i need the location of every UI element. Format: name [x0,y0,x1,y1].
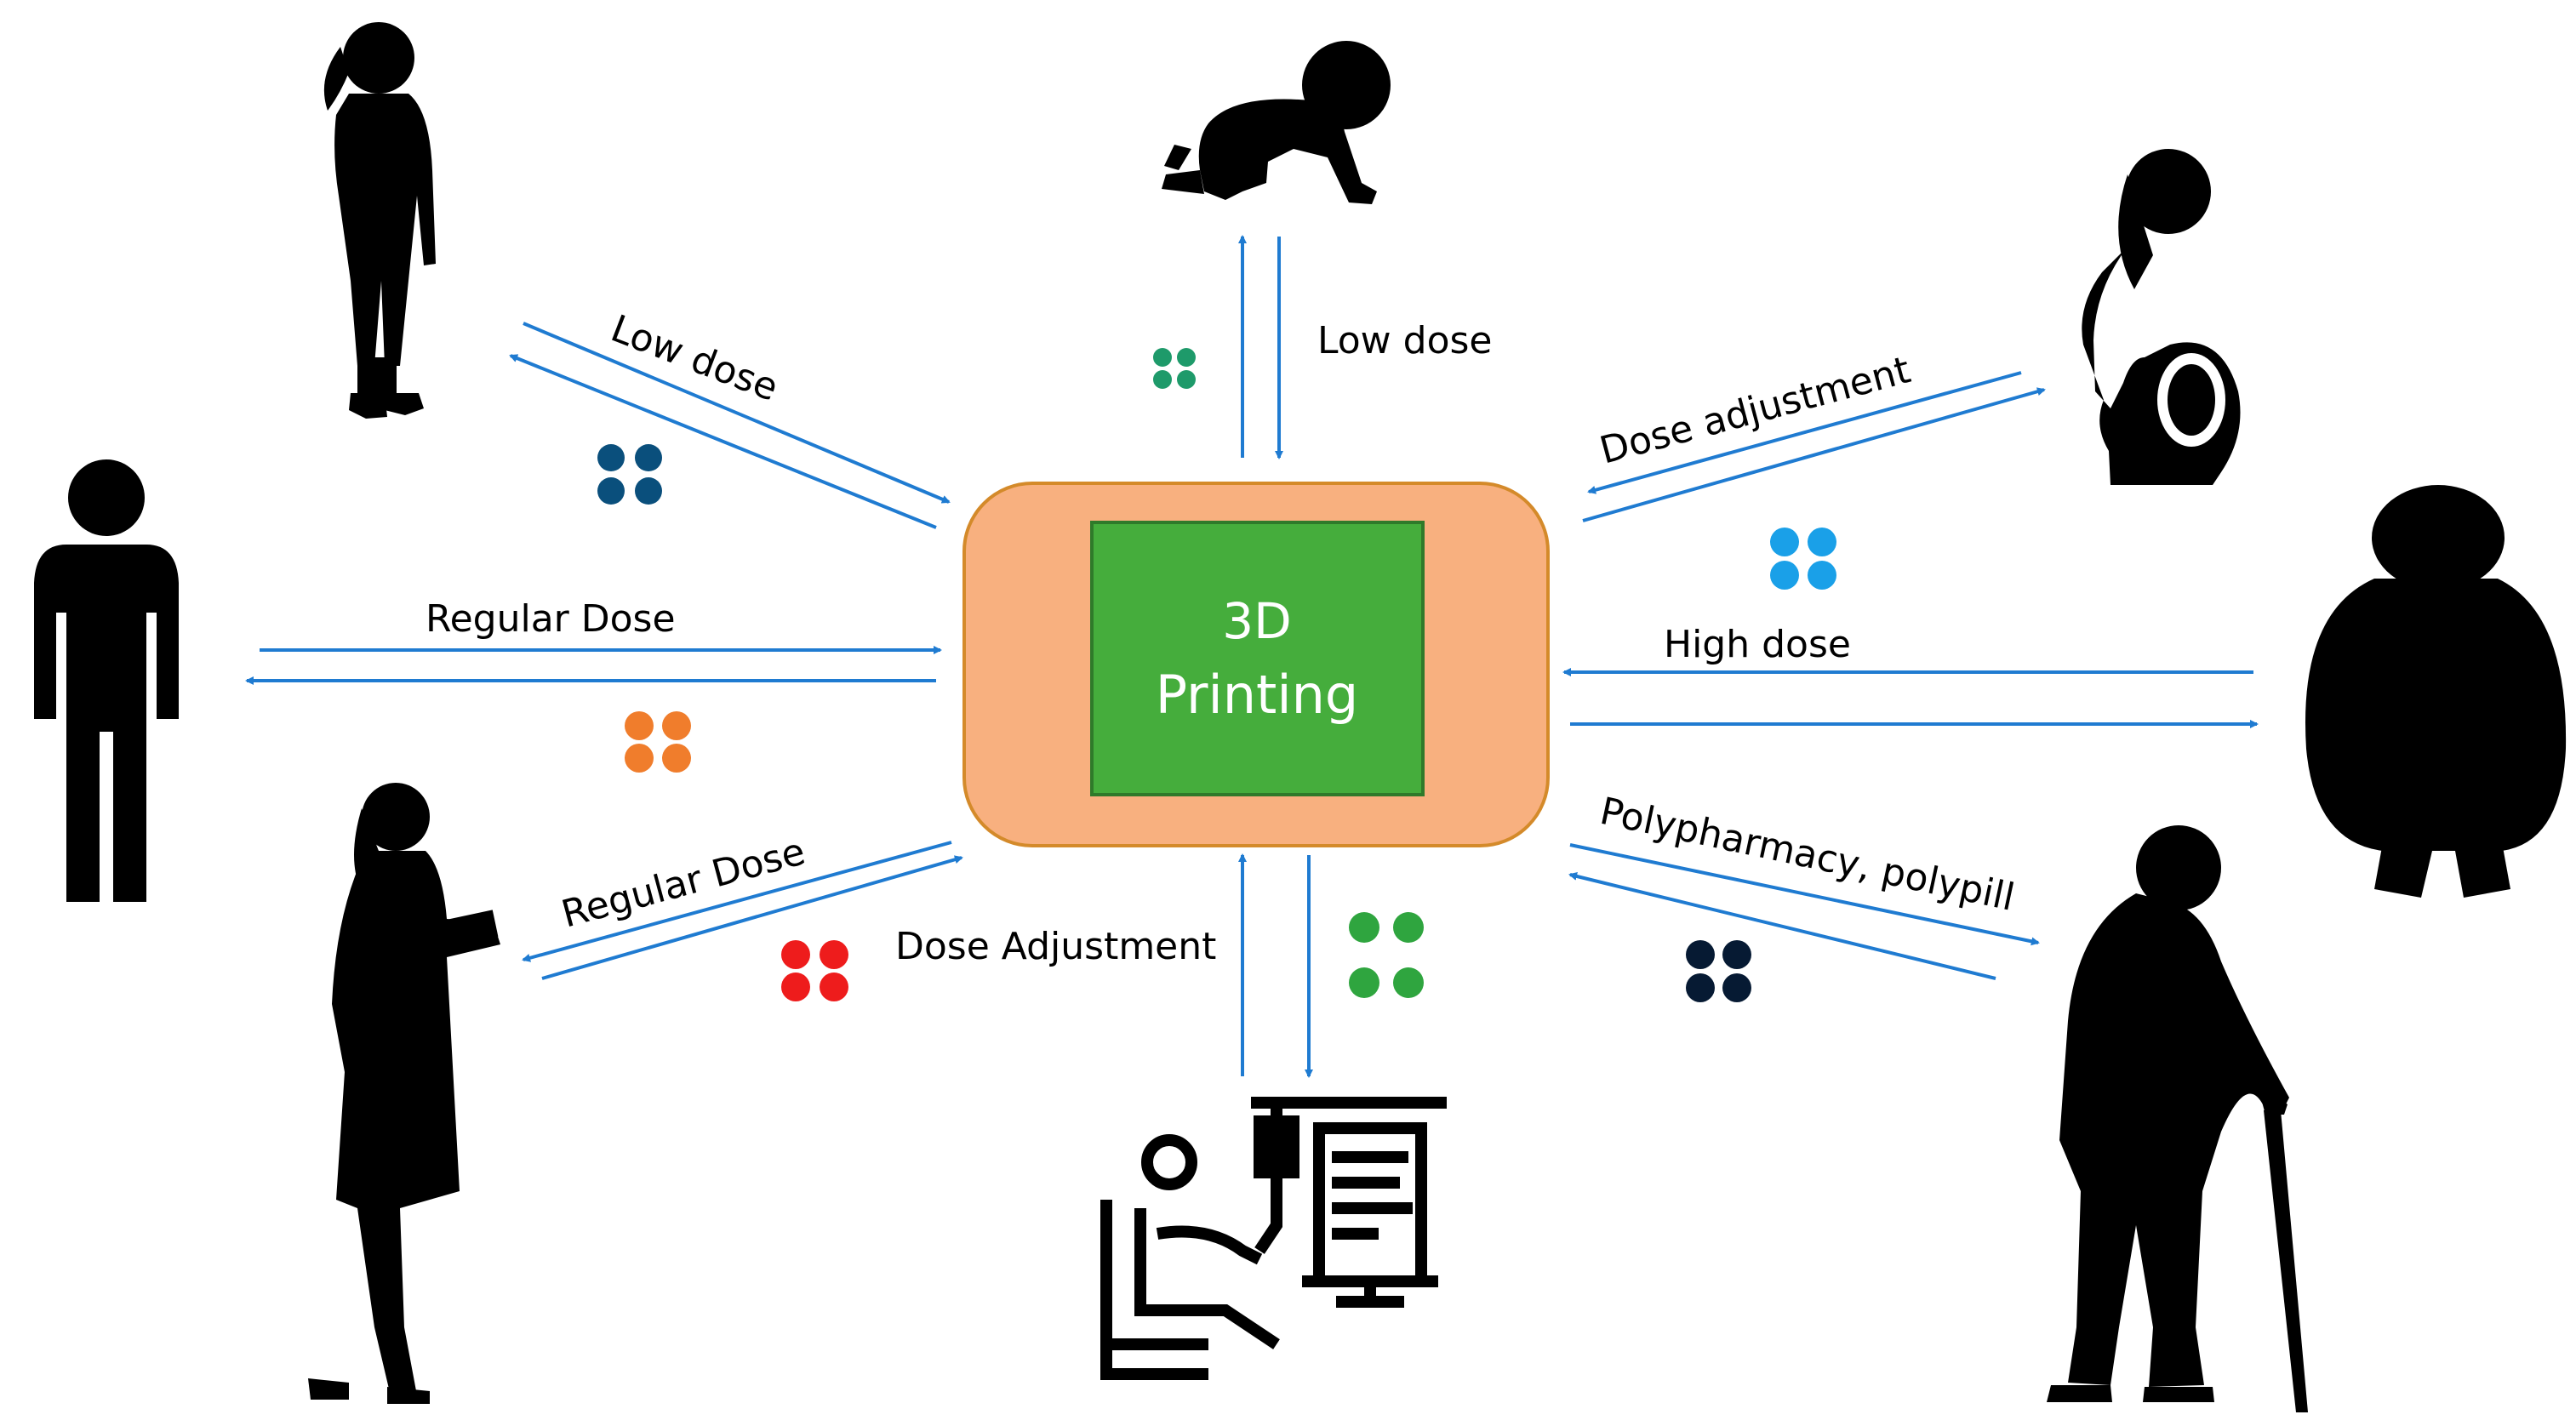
pills-child [597,444,662,505]
arrow-to-woman [522,841,952,962]
pill-dot [1808,528,1836,556]
girl-silhouette-icon [323,22,436,419]
center-title-line1: 3D [1222,592,1292,650]
arrow-to-elderly [1569,843,2040,946]
patient-with-iv-icon [1100,1097,1447,1380]
pill-dot [1722,940,1751,969]
pills-elderly [1686,940,1751,1002]
label-pregnant: Dose adjustment [1596,348,1915,472]
woman-with-tablet-icon [308,783,500,1404]
pill-dot [1177,348,1196,367]
pill-dot [625,744,654,773]
pill-dot [1153,348,1172,367]
arrow-to-center-woman [541,855,963,980]
pill-dot [635,444,662,471]
arrows [245,235,2259,1078]
pill-dot [1393,912,1424,943]
pill-dot [625,711,654,740]
label-adult: Regular Dose [426,597,676,641]
pills-adult [625,711,691,773]
center-inner-box [1090,521,1425,796]
label-obese: High dose [1664,623,1851,666]
adult-person-icon [34,459,179,902]
label-infant: Low dose [1317,319,1492,362]
label-elderly: Polypharmacy, polypill [1596,790,2019,920]
pill-dot [1349,967,1379,998]
arrow-to-child [509,354,937,529]
pill-dot [781,973,810,1001]
pill-dot [1722,973,1751,1002]
arrow-to-center-elderly [1568,872,1996,980]
pill-dot [597,444,625,471]
label-woman: Regular Dose [557,830,810,936]
pill-dot [1686,940,1715,969]
pill-dot [1153,370,1172,389]
pill-dot [635,477,662,505]
pill-dot [1686,973,1715,1002]
center-title-line2: Printing [1156,664,1359,726]
pill-dot [1177,370,1196,389]
pill-dot [820,973,848,1001]
pregnant-woman-icon [2082,149,2241,485]
pill-dot [1393,967,1424,998]
arrow-to-center-child [523,322,951,504]
pill-dot [597,477,625,505]
obese-person-icon [2305,485,2567,898]
arrow-to-pregnant [1582,387,2046,522]
pill-dot [662,711,691,740]
pill-dot [1808,561,1836,590]
pill-dot [820,940,848,969]
pills-patient [1349,912,1424,998]
pills-infant [1153,348,1196,389]
pill-dot [1349,912,1379,943]
arrow-to-center-pregnant [1587,371,2022,494]
pill-dot [1770,528,1799,556]
pills-pregnant [1770,528,1836,590]
center-node: 3D Printing [962,482,1550,847]
label-patient: Dose Adjustment [895,925,1216,968]
pill-dot [781,940,810,969]
elderly-with-cane-icon [2047,825,2308,1412]
pill-dot [1770,561,1799,590]
crawling-baby-icon [1162,41,1391,204]
pills-woman [781,940,848,1001]
pill-dot [662,744,691,773]
